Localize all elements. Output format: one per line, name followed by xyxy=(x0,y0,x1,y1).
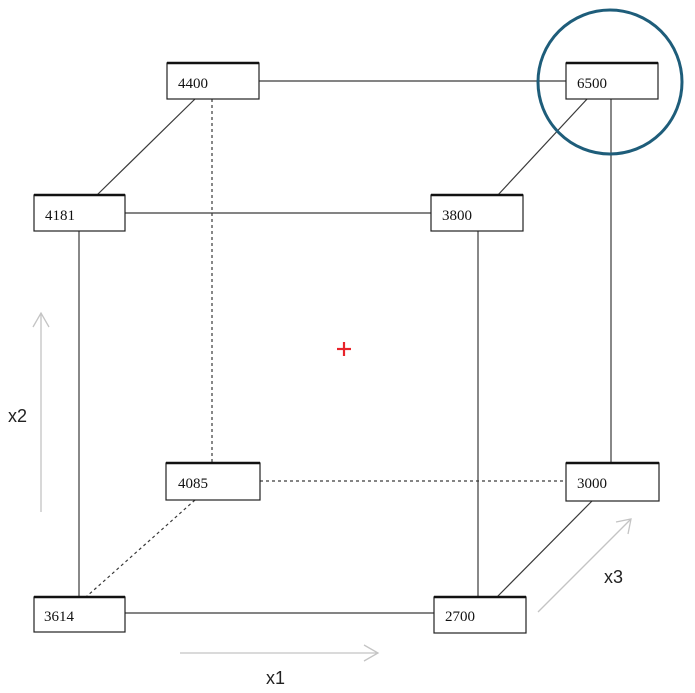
highlight-circle xyxy=(536,8,684,156)
edge-diag-bottom-left-hidden xyxy=(85,499,196,598)
node-value: 4181 xyxy=(45,208,75,224)
x3-axis-arrow xyxy=(537,518,632,613)
node-value: 4085 xyxy=(178,476,208,492)
node-front-bottom-right: 2700 xyxy=(433,595,527,634)
node-back-bottom-right: 3000 xyxy=(565,461,660,502)
node-back-top-left: 4400 xyxy=(166,61,260,100)
node-front-bottom-left: 3614 xyxy=(33,595,126,633)
node-value: 3800 xyxy=(442,208,472,224)
center-point-marker xyxy=(337,342,351,356)
x3-axis-label: x3 xyxy=(604,567,623,587)
node-value: 3000 xyxy=(577,476,607,492)
x1-axis-label: x1 xyxy=(266,668,285,688)
x1-axis-arrow xyxy=(180,644,380,662)
edge-diag-top-left xyxy=(96,98,196,196)
node-value: 4400 xyxy=(178,76,208,92)
x2-axis-arrow xyxy=(32,311,50,512)
edge-diag-bottom-right xyxy=(496,500,593,598)
edge-diag-top-right xyxy=(496,97,589,197)
node-value: 2700 xyxy=(445,609,475,625)
node-front-top-left: 4181 xyxy=(33,193,126,232)
node-back-bottom-left: 4085 xyxy=(165,461,261,501)
x2-axis-label: x2 xyxy=(8,406,27,426)
node-value: 3614 xyxy=(44,609,75,625)
node-value: 6500 xyxy=(577,76,607,92)
node-back-top-right: 6500 xyxy=(565,61,659,100)
node-front-top-right: 3800 xyxy=(430,193,524,232)
